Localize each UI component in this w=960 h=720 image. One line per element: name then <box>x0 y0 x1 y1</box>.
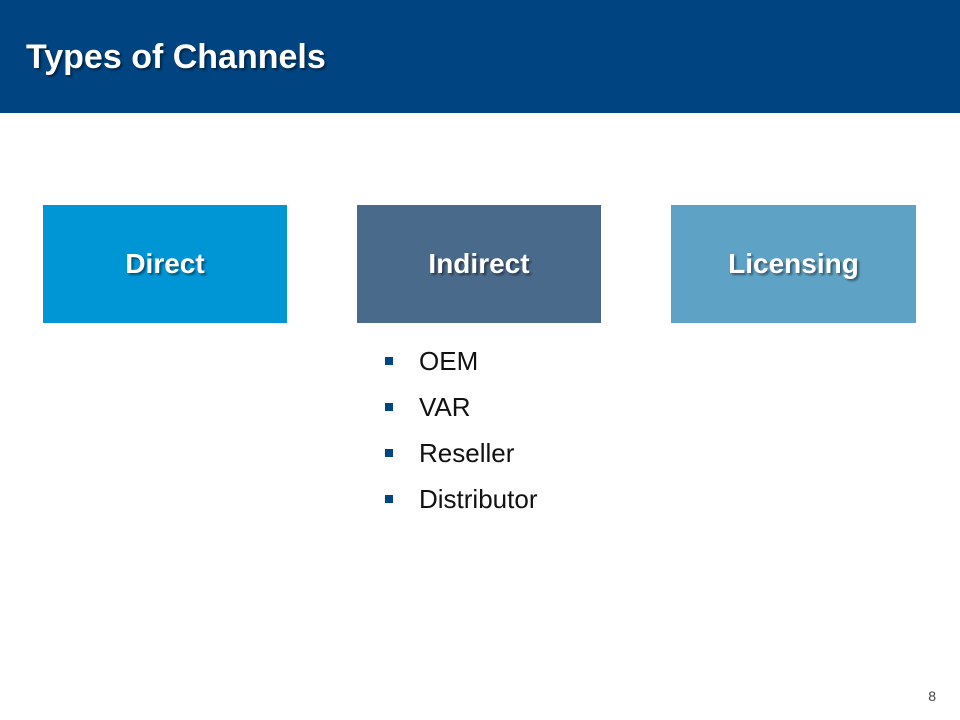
list-item-label: Distributor <box>419 483 538 514</box>
square-bullet-icon <box>385 357 393 365</box>
list-item-label: Reseller <box>419 437 515 468</box>
slide-title: Types of Channels <box>26 38 326 76</box>
page-number: 8 <box>928 688 936 704</box>
indirect-channel-list: OEM VAR Reseller Distributor <box>385 338 537 522</box>
square-bullet-icon <box>385 403 393 411</box>
list-item: Reseller <box>385 430 537 476</box>
slide-header: Types of Channels <box>0 0 960 113</box>
square-bullet-icon <box>385 449 393 457</box>
square-bullet-icon <box>385 495 393 503</box>
channel-box-indirect: Indirect <box>357 205 601 323</box>
list-item-label: OEM <box>419 345 479 376</box>
list-item: Distributor <box>385 476 537 522</box>
channel-box-direct: Direct <box>43 205 287 323</box>
list-item-label: VAR <box>419 391 471 422</box>
list-item: OEM <box>385 338 537 384</box>
channel-box-licensing: Licensing <box>671 205 916 323</box>
list-item: VAR <box>385 384 537 430</box>
